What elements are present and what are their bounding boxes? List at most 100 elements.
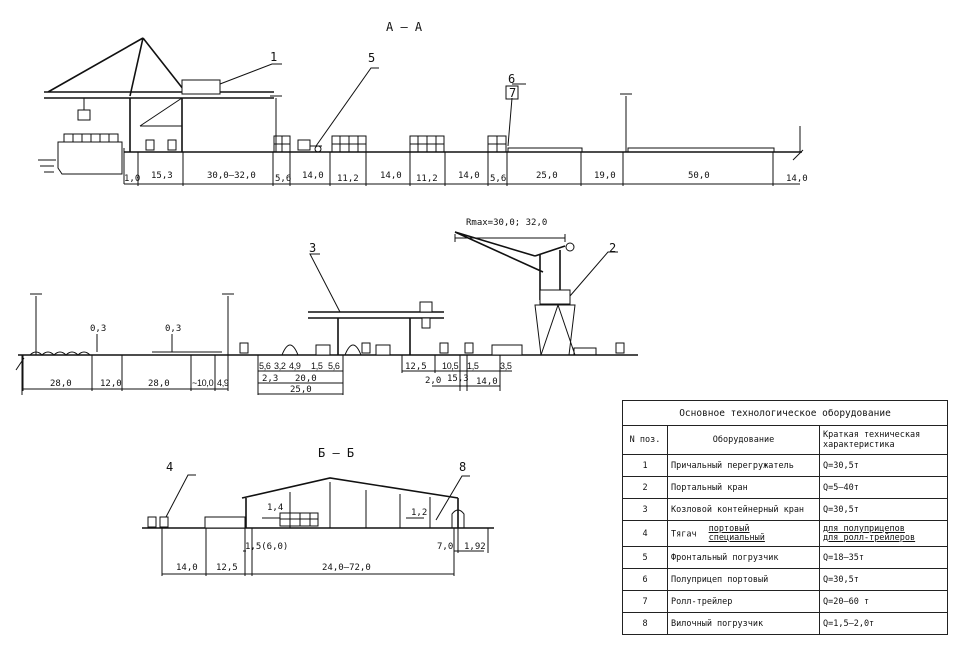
- row-pos: 2: [622, 476, 668, 499]
- dim-label: 14,0: [476, 377, 498, 387]
- row-name-sub: специальный: [708, 532, 765, 543]
- dim-label: 4,9: [289, 361, 301, 371]
- dim-label: 10,5: [442, 361, 459, 371]
- dim-label: 19,0: [594, 171, 616, 181]
- row-pos: 3: [622, 498, 668, 521]
- dim-label: 12,5: [405, 362, 427, 372]
- dim-label: 30,0–32,0: [207, 171, 256, 181]
- row-spec: Q=30,5т: [819, 568, 948, 591]
- dim-label: 24,0–72,0: [322, 563, 371, 573]
- dim-label: 14,0: [458, 171, 480, 181]
- dim-label: 15,3: [151, 171, 173, 181]
- dim-label: 7,0: [437, 542, 453, 552]
- row-spec: Q=1,5–2,0т: [819, 612, 948, 635]
- gantry-crane-icon: [281, 301, 444, 356]
- section-bb-title: Б — Б: [318, 446, 354, 460]
- callout-4: 4: [166, 460, 173, 474]
- dim-label: 1,5: [311, 361, 323, 371]
- callout-1: 1: [270, 50, 277, 64]
- dim-label: 5,6: [275, 174, 291, 184]
- dim-label: 3,2: [274, 361, 286, 371]
- row-spec: Q=30,5т: [819, 454, 948, 477]
- dim-label: ~10,0: [192, 378, 214, 388]
- dim-label: 5,6: [259, 361, 271, 371]
- row-pos: 4: [622, 520, 668, 547]
- dim-label: 14,0: [380, 171, 402, 181]
- row-name-main: Тягач: [671, 529, 697, 539]
- row-pos: 1: [622, 454, 668, 477]
- row-spec-line: для полуприцепов: [823, 523, 905, 534]
- row-name: Ролл-трейлер: [667, 590, 820, 613]
- row-name: Причальный перегружатель: [667, 454, 820, 477]
- row-spec-line: для ролл-трейлеров: [823, 532, 916, 543]
- level-mark: 0,3: [90, 324, 106, 334]
- front-loader-icon: [297, 139, 322, 151]
- row-name: Вилочный погрузчик: [667, 612, 820, 635]
- dim-label: 5,6: [490, 174, 506, 184]
- dim-label: 28,0: [148, 379, 170, 389]
- row-pos: 7: [622, 590, 668, 613]
- callout-7: 7: [509, 86, 516, 100]
- section-lower-drawing: 0,3 0,3 Rmax=30,0; 32,0 28,0 12,0 28,0 ~…: [15, 218, 638, 395]
- header-spec: Краткая техническая характеристика: [819, 425, 948, 455]
- dim-label: 5,6: [328, 361, 340, 371]
- level-mark: 0,3: [165, 324, 181, 334]
- dim-label: 1,5(6,0): [245, 542, 288, 552]
- section-bb-drawing: 4 8 1,4 1,2 14,0 12,5 1,5(6,0) 24,0–72,0…: [142, 460, 494, 576]
- callout-6: 6: [508, 72, 515, 86]
- dim-label: 28,0: [50, 379, 72, 389]
- dim-label: 1,5: [467, 361, 479, 371]
- row-pos: 8: [622, 612, 668, 635]
- row-spec: Q=20–60 т: [819, 590, 948, 613]
- dim-label: 4,9: [217, 378, 229, 388]
- dim-label: 15,3: [447, 374, 469, 384]
- equipment-table: Основное технологическое оборудование N …: [622, 400, 948, 635]
- dim-label: 50,0: [688, 171, 710, 181]
- row-spec: Q=30,5т: [819, 498, 948, 521]
- row-spec: Q=18–35т: [819, 546, 948, 569]
- table-title: Основное технологическое оборудование: [622, 400, 948, 426]
- header-pos: N поз.: [622, 425, 668, 455]
- callout-3: 3: [309, 241, 316, 255]
- dim-label: 3,5: [500, 361, 512, 371]
- callout-2: 2: [609, 241, 616, 255]
- ship-icon: [57, 141, 123, 175]
- dim-label: 25,0: [536, 171, 558, 181]
- row-name: Полуприцеп портовый: [667, 568, 820, 591]
- dim-label: 14,0: [176, 563, 198, 573]
- dim-label: 1,0: [124, 174, 140, 184]
- portal-crane-icon: [454, 231, 576, 356]
- section-aa-drawing: 1,0 15,3 30,0–32,0 5,6 14,0 11,2 14,0 11…: [38, 37, 808, 186]
- callout-5: 5: [368, 51, 375, 65]
- row-spec: Q=5–40т: [819, 476, 948, 499]
- ship-to-shore-crane-icon: [44, 37, 274, 152]
- dim-label: 12,5: [216, 563, 238, 573]
- dim-label: 2,0: [425, 376, 441, 386]
- dim-label: 11,2: [416, 174, 438, 184]
- dim-label: 20,0: [295, 374, 317, 384]
- row-name: Портальный кран: [667, 476, 820, 499]
- row-pos: 6: [622, 568, 668, 591]
- dim-label: 14,0: [786, 174, 808, 184]
- row-name: Козловой контейнерный кран: [667, 498, 820, 521]
- section-aa-title: А — А: [386, 20, 423, 34]
- callout-8: 8: [459, 460, 466, 474]
- dim-label: 11,2: [337, 174, 359, 184]
- container-stacks-icon: [273, 135, 507, 153]
- level-mark: 1,2: [411, 508, 427, 518]
- rmax-label: Rmax=30,0; 32,0: [466, 218, 547, 228]
- level-mark: 1,4: [267, 503, 283, 513]
- row-pos: 5: [622, 546, 668, 569]
- dim-label: 25,0: [290, 385, 312, 395]
